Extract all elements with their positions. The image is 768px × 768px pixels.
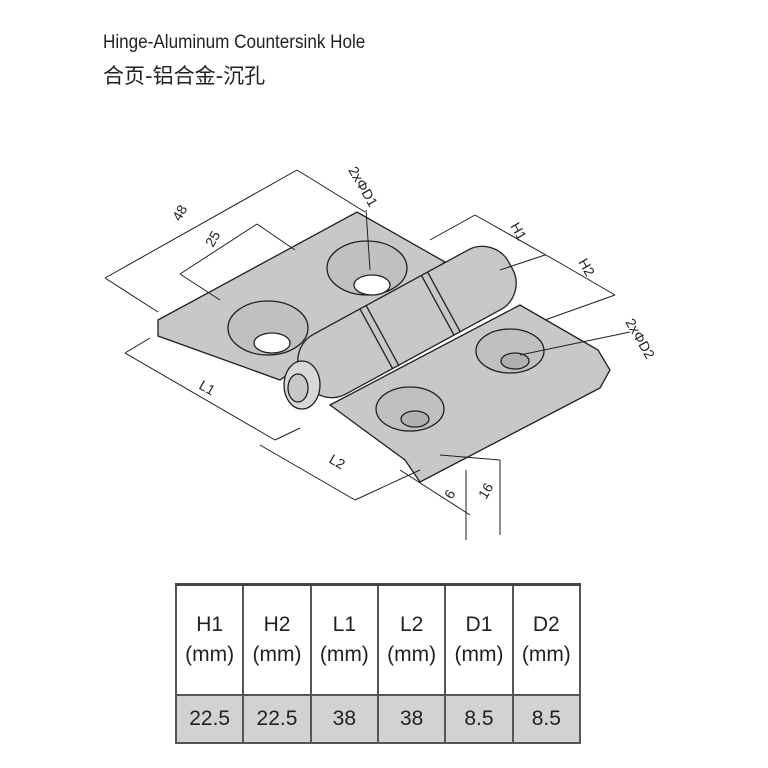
header-name: D2 [532, 613, 560, 636]
header-cell: H1 (mm) [174, 583, 245, 696]
title-english: Hinge-Aluminum Countersink Hole [103, 32, 366, 53]
dim-h2-label: H2 [575, 256, 598, 280]
dimension-lines [104, 169, 631, 540]
dim-l1-label: L1 [197, 377, 219, 399]
dim-25-label: 25 [202, 228, 224, 250]
title-chinese: 合页-铝合金-沉孔 [103, 64, 266, 88]
value-cell: 22.5 [242, 694, 312, 744]
value-cell: 38 [376, 694, 447, 744]
header-name: H1 [196, 613, 224, 636]
table-row: 22.5 22.5 38 38 8.5 8.5 [174, 694, 582, 744]
header-unit: (mm) [319, 643, 369, 666]
hole-d2-label: 2xΦD2 [622, 316, 658, 362]
header-cell: H2 (mm) [242, 583, 312, 696]
dim-6-label: 6 [441, 487, 459, 502]
header-unit: (mm) [387, 643, 437, 666]
dim-16-label: 16 [475, 480, 497, 502]
value-cell: 22.5 [174, 694, 245, 744]
header-unit: (mm) [521, 643, 571, 666]
header-name: L2 [399, 613, 424, 636]
header-unit: (mm) [185, 643, 235, 666]
value-cell: 38 [309, 694, 379, 744]
header-unit: (mm) [454, 643, 504, 666]
spec-table: H1 (mm) H2 (mm) L1 (mm) L2 (mm) D1 (mm) D2 (mm… [174, 583, 582, 744]
dim-l2-label: L2 [327, 451, 349, 473]
header-unit: (mm) [252, 643, 302, 666]
dim-48-label: 48 [169, 202, 191, 224]
table-header-row: H1 (mm) H2 (mm) L1 (mm) L2 (mm) D1 (mm) D2 (mm… [174, 583, 582, 696]
header-cell: L2 (mm) [376, 583, 447, 696]
header-name: H2 [263, 613, 291, 636]
dim-h1-label: H1 [507, 220, 530, 244]
header-name: L1 [332, 613, 356, 636]
header-cell: D1 (mm) [444, 583, 514, 696]
header-cell: L1 (mm) [309, 583, 379, 696]
header-cell: D2 (mm) [511, 583, 582, 696]
value-cell: 8.5 [444, 694, 514, 744]
hinge-drawing: 48 25 2xΦD1 H1 H2 2xΦD2 L1 L2 6 16 [104, 164, 658, 540]
header-name: D1 [465, 613, 493, 636]
value-cell: 8.5 [511, 694, 582, 744]
